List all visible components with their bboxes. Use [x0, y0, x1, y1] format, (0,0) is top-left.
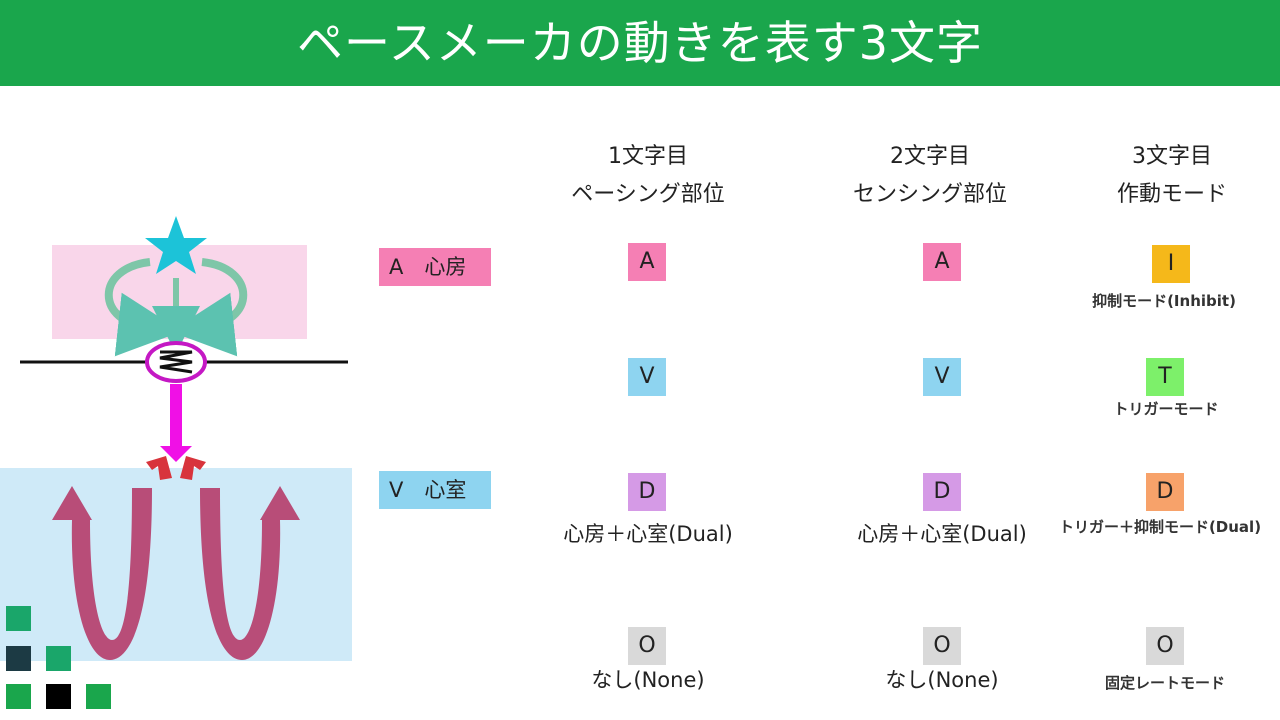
split-arrow-right-icon [180, 456, 206, 480]
column-2-heading-line1: 2文字目 [890, 144, 970, 169]
deco-square [6, 606, 31, 631]
col1-letter-v: V [628, 358, 666, 396]
col2-letter-v: V [923, 358, 961, 396]
page-title: ペースメーカの動きを表す3文字 [297, 16, 983, 70]
conduction-arrow-icon [170, 384, 182, 446]
ventricle-u-arrow-left [52, 486, 152, 660]
deco-square [6, 684, 31, 709]
col1-letter-a: A [628, 243, 666, 281]
atrial-arrow-right [170, 258, 248, 357]
legend-atrium: A 心房 [379, 248, 491, 286]
ventricle-region [0, 468, 352, 661]
legend-ventricle: V 心室 [379, 471, 491, 509]
col1-caption-d: 心房＋心室(Dual) [563, 522, 733, 546]
deco-square [6, 646, 31, 671]
column-2-heading-line2: センシング部位 [852, 182, 1007, 207]
col3-caption-d: トリガー＋抑制モード(Dual) [1058, 518, 1262, 536]
col1-caption-o: なし(None) [591, 668, 705, 692]
column-3-heading-line1: 3文字目 [1132, 144, 1212, 169]
col3-caption-o: 固定レートモード [1104, 674, 1225, 692]
col3-letter-i: I [1152, 245, 1190, 283]
col1-letter-o: O [628, 627, 666, 665]
split-arrow-left-icon [146, 456, 172, 480]
col2-caption-d: 心房＋心室(Dual) [857, 522, 1027, 546]
col3-caption-i: 抑制モード(Inhibit) [1092, 292, 1236, 310]
deco-square [46, 646, 71, 671]
col3-letter-t: T [1146, 358, 1184, 396]
ventricle-u-arrow-right [200, 486, 300, 660]
col2-caption-o: なし(None) [885, 668, 999, 692]
col3-caption-t: トリガーモード [1113, 400, 1219, 418]
av-node-coil-icon [145, 341, 207, 383]
title-banner [0, 0, 1280, 86]
col1-letter-d: D [628, 473, 666, 511]
col3-letter-d: D [1146, 473, 1184, 511]
deco-square [86, 684, 111, 709]
col2-letter-o: O [923, 627, 961, 665]
column-1-heading-line2: ペーシング部位 [571, 182, 725, 207]
atrial-arrow-left [104, 258, 182, 357]
column-1-heading-line1: 1文字目 [608, 144, 688, 169]
col2-letter-a: A [923, 243, 961, 281]
deco-square [46, 684, 71, 709]
star-icon [145, 216, 207, 274]
col3-letter-o: O [1146, 627, 1184, 665]
column-3-heading-line2: 作動モード [1116, 182, 1227, 207]
col2-letter-d: D [923, 473, 961, 511]
